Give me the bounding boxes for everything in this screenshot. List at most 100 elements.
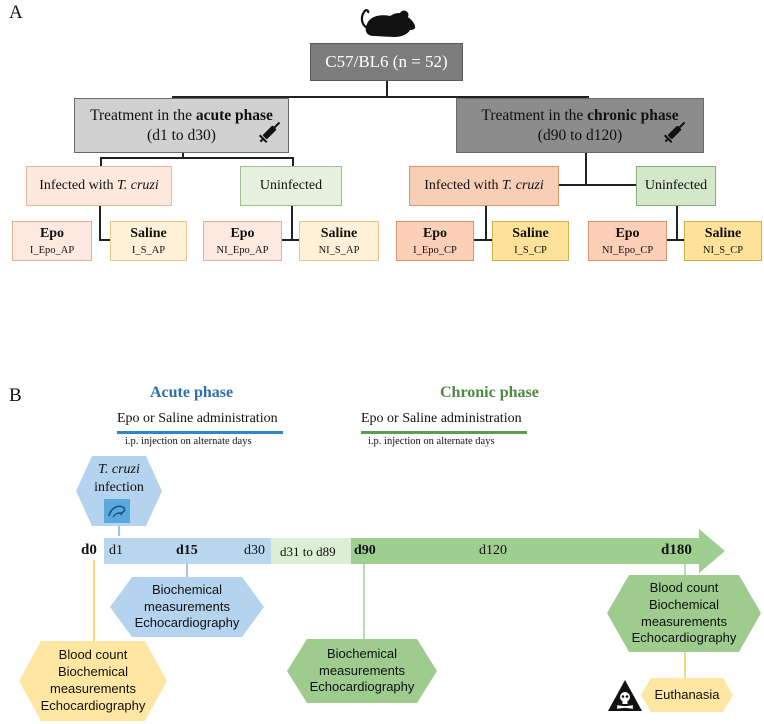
leaf-code: I_S_AP	[131, 244, 166, 256]
panel-a-label: A	[9, 2, 23, 23]
timeline-d30: d30	[244, 543, 265, 558]
chronic-phase-box: Treatment in the chronic phase (d90 to d…	[456, 98, 704, 153]
connector	[585, 153, 587, 184]
leaf-group: Epo NI_Epo_CP	[588, 221, 667, 261]
d0-measurements-hexagon: Blood count Biochemical measurements Ech…	[19, 641, 167, 721]
root-strain-box: C57/BL6 (n = 52)	[310, 43, 463, 81]
acute-phase-box: Treatment in the acute phase (d1 to d30)	[74, 98, 289, 153]
skull-crossbones-icon	[608, 680, 642, 711]
euthanasia-label: Euthanasia	[654, 686, 720, 702]
leaf-code: NI_Epo_CP	[601, 244, 654, 256]
hex-line: measurements	[319, 662, 405, 678]
connector-d180	[684, 564, 686, 576]
connector	[172, 96, 588, 98]
acute-phase-title: Acute phase	[150, 384, 234, 401]
timeline-d180: d180	[661, 542, 692, 558]
leaf-group: Saline NI_S_CP	[684, 221, 762, 261]
connector	[99, 206, 101, 240]
d180-measurements-hexagon: Blood count Biochemical measurements Ech…	[607, 575, 761, 652]
leaf-group: Epo NI_Epo_AP	[203, 221, 282, 261]
connector	[386, 81, 388, 97]
leaf-title: Epo	[230, 226, 255, 242]
timeline-d90: d90	[354, 543, 376, 558]
syringe-icon	[258, 121, 281, 144]
gap-bar	[271, 538, 351, 564]
timeline-d1: d1	[109, 543, 123, 558]
timeline-d0: d0	[81, 542, 97, 558]
connector-d0	[93, 560, 95, 642]
connector	[292, 157, 294, 166]
infection-connector	[118, 526, 120, 536]
chronic-bar	[351, 538, 700, 564]
chronic-injection-label: i.p. injection on alternate days	[368, 436, 495, 447]
connector	[291, 206, 293, 240]
hex-line: Biochemical	[326, 645, 398, 661]
timeline-d31-89: d31 to d89	[280, 544, 336, 559]
chronic-admin-underline	[361, 431, 527, 434]
connector	[667, 239, 684, 241]
uninfected-label: Uninfected	[644, 178, 708, 194]
connector	[282, 239, 299, 241]
leaf-title: Saline	[512, 226, 549, 242]
parasite-icon	[104, 499, 130, 523]
infection-text: infection	[94, 480, 144, 496]
acute-phase-range: (d1 to d30)	[147, 126, 216, 144]
hex-line: measurements	[641, 613, 727, 629]
hex-line: Echocardiography	[631, 630, 737, 646]
d90-measurements-hexagon: Biochemical measurements Echocardiograph…	[287, 639, 437, 703]
connector	[587, 96, 589, 99]
leaf-code: NI_S_AP	[318, 244, 360, 256]
leaf-group: Saline I_S_AP	[110, 221, 187, 261]
acute-injection-label: i.p. injection on alternate days	[125, 436, 252, 447]
leaf-group: Epo I_Epo_CP	[396, 221, 474, 261]
hex-line: Blood count	[649, 579, 719, 595]
timeline-d120: d120	[479, 543, 507, 558]
leaf-group: Saline NI_S_AP	[299, 221, 379, 261]
infected-species: T. cruzi	[117, 178, 159, 194]
acute-admin-label: Epo or Saline administration	[117, 411, 278, 426]
connector-d90	[363, 564, 365, 640]
hex-line: Biochemical	[151, 581, 223, 597]
chronic-infected-group: Infected with T. cruzi	[409, 166, 559, 206]
connector-euthanasia	[684, 651, 686, 678]
infected-prefix: Infected with	[39, 178, 117, 194]
acute-phase-prefix: Treatment in the	[90, 107, 196, 125]
leaf-title: Saline	[704, 226, 742, 242]
connector	[100, 157, 293, 159]
leaf-group: Saline I_S_CP	[492, 221, 569, 261]
connector	[172, 96, 174, 99]
acute-uninfected-group: Uninfected	[240, 166, 342, 206]
panel-b-label: B	[9, 385, 22, 406]
infected-prefix: Infected with	[424, 178, 502, 194]
hex-line: Biochemical	[57, 664, 129, 680]
leaf-code: NI_Epo_AP	[216, 244, 269, 256]
acute-admin-underline	[117, 431, 283, 434]
acute-bar	[104, 538, 271, 564]
leaf-title: Epo	[422, 226, 448, 242]
timeline-arrowhead	[699, 529, 725, 573]
chronic-phase-range: (d90 to d120)	[537, 126, 623, 144]
connector-d15	[186, 564, 188, 578]
hex-line: Echocardiography	[134, 615, 240, 631]
leaf-code: NI_S_CP	[702, 244, 744, 256]
acute-phase-bold: acute phase	[195, 107, 273, 125]
hex-line: measurements	[144, 598, 230, 614]
hex-line: measurements	[50, 681, 136, 696]
acute-infected-group: Infected with T. cruzi	[26, 166, 172, 206]
hex-line: Biochemical	[648, 596, 720, 612]
connector	[558, 184, 636, 186]
d15-measurements-hexagon: Biochemical measurements Echocardiograph…	[110, 577, 264, 637]
chronic-uninfected-group: Uninfected	[636, 166, 716, 206]
infected-species: T. cruzi	[502, 178, 544, 194]
connector	[676, 206, 678, 240]
mouse-icon	[360, 9, 416, 37]
leaf-title: Saline	[130, 226, 167, 242]
chronic-phase-prefix: Treatment in the	[481, 107, 588, 125]
infection-species: T. cruzi	[98, 462, 140, 477]
hex-line: Echocardiography	[40, 697, 146, 713]
chronic-phase-title: Chronic phase	[440, 384, 539, 401]
leaf-title: Epo	[39, 226, 65, 242]
connector	[474, 239, 492, 241]
connector	[485, 206, 487, 240]
leaf-title: Epo	[615, 226, 640, 242]
